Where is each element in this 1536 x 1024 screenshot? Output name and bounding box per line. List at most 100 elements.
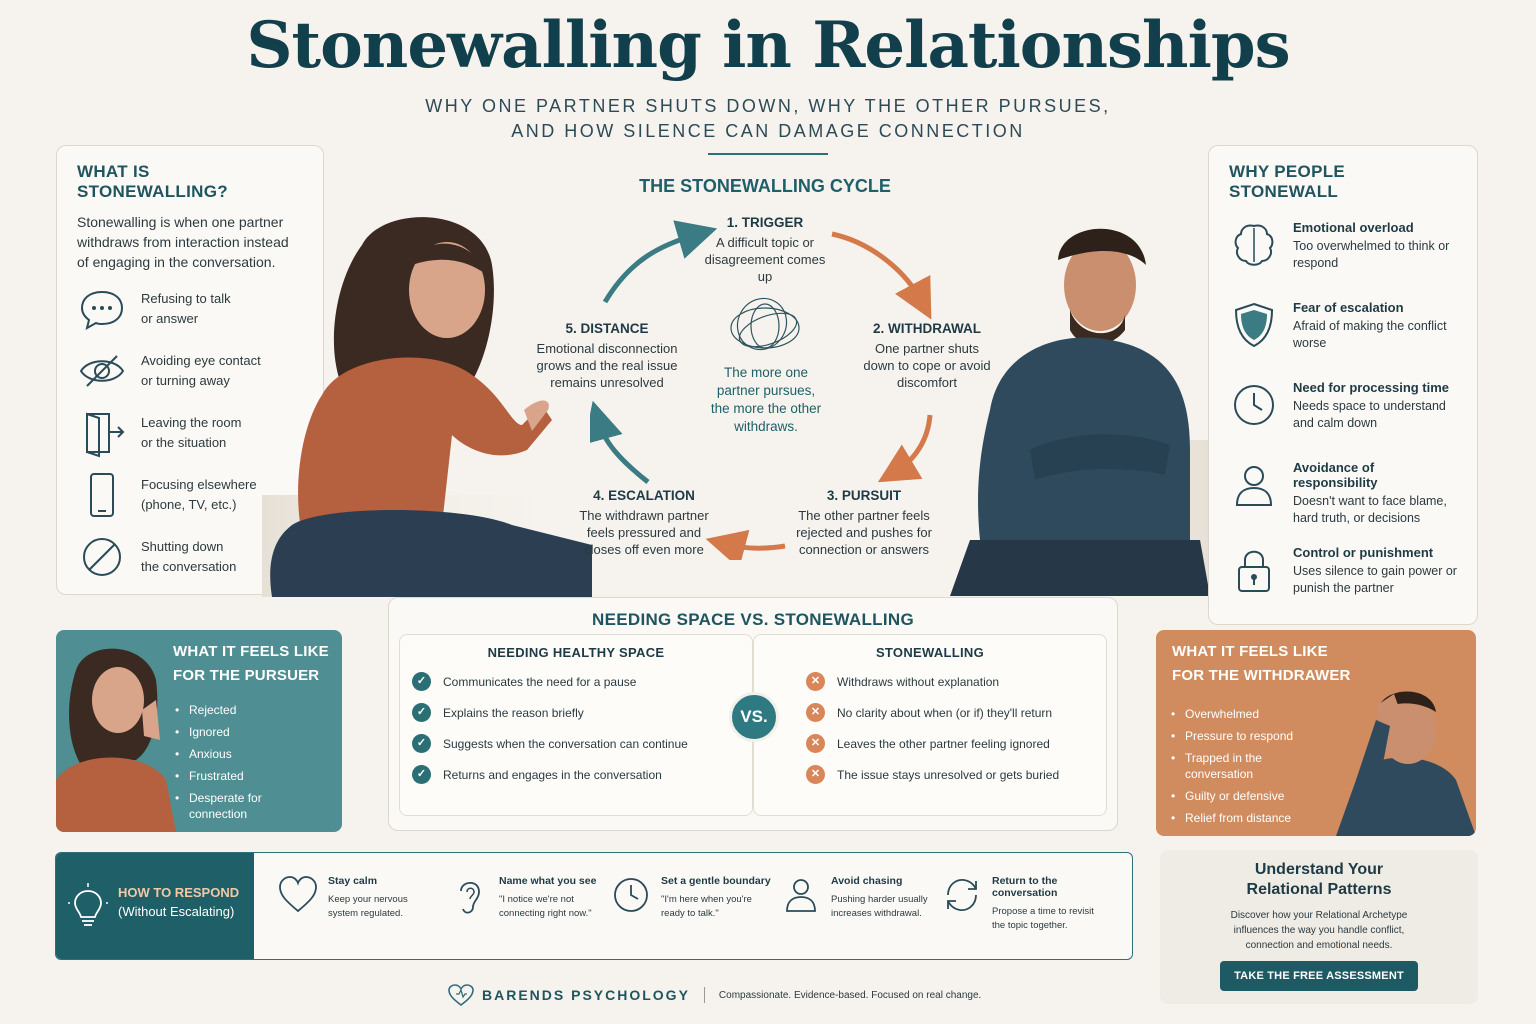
withdrawer-feelings-list: Overwhelmed Pressure to respond Trapped … (1171, 706, 1293, 832)
feeling-item: Ignored (175, 724, 262, 740)
feeling-item: Overwhelmed (1171, 706, 1293, 722)
reason-heading: Avoidance of responsibility (1293, 460, 1378, 490)
reason-text: Afraid of making the conflict worse (1293, 319, 1447, 350)
pursuer-card-title: WHAT IT FEELS LIKE FOR THE PURSUER (173, 640, 329, 688)
x-icon: ✕ (806, 672, 825, 691)
x-icon: ✕ (806, 703, 825, 722)
reason-text: Too overwhelmed to think or respond (1293, 239, 1450, 270)
stonewalling-column: STONEWALLING ✕Withdraws without explanat… (753, 634, 1107, 816)
footer: BARENDS PSYCHOLOGY Compassionate. Eviden… (448, 984, 981, 1006)
step-text: A difficult topic or disagreement comes … (704, 235, 826, 284)
withdrawer-illustration (950, 228, 1210, 596)
reason-text: Doesn't want to face blame, hard truth, … (1293, 494, 1447, 525)
stonewalling-item: ✕ No clarity about when (or if) they'll r… (766, 703, 1094, 722)
arrow-trigger-to-withdrawal (831, 231, 932, 320)
withdrawer-card-title: WHAT IT FEELS LIKE FOR THE WITHDRAWER (1172, 640, 1351, 688)
cta-title: Understand Your Relational Patterns (1246, 861, 1392, 898)
healthy-item-text: Explains the reason briefly (443, 705, 584, 720)
reason-heading: Need for processing time (1293, 380, 1450, 395)
subtitle-line-1: WHY ONE PARTNER SHUTS DOWN, WHY THE OTHE… (425, 96, 1111, 116)
check-icon: ✓ (412, 734, 431, 753)
take-assessment-button[interactable]: TAKE THE FREE ASSESSMENT (1220, 961, 1418, 991)
shield-icon (1234, 302, 1274, 348)
lock-icon (1238, 550, 1270, 592)
arrow-withdrawal-to-pursuit (877, 414, 933, 483)
behavior-text: Shutting down the conversation (141, 539, 237, 574)
why-card-title: WHY PEOPLE STONEWALL (1229, 162, 1346, 201)
subtitle-line-2: AND HOW SILENCE CAN DAMAGE CONNECTION (511, 121, 1025, 141)
step-text: Emotional disconnection grows and the re… (536, 341, 678, 390)
what-is-stonewalling-card: WHAT IS STONEWALLING? Stonewalling is wh… (56, 145, 324, 595)
refresh-icon (947, 879, 977, 911)
healthy-item: ✓ Explains the reason briefly (412, 703, 740, 722)
feeling-item: Desperate for connection (175, 790, 262, 822)
check-icon: ✓ (412, 765, 431, 784)
cycle-title: THE STONEWALLING CYCLE (639, 176, 891, 196)
step-heading: 4. ESCALATION (593, 488, 695, 503)
tip-text: "I'm here when you're ready to talk." (661, 894, 752, 919)
speech-bubble-icon (80, 290, 124, 330)
brand-name: BARENDS PSYCHOLOGY (482, 987, 690, 1003)
cycle-step-distance: 5. DISTANCE Emotional disconnection grow… (534, 320, 680, 391)
healthy-item: ✓ Returns and engages in the conversation (412, 765, 740, 784)
subtitle-divider (708, 153, 828, 155)
assessment-cta-card: Understand Your Relational Patterns Disc… (1160, 850, 1478, 1004)
footer-tagline: Compassionate. Evidence-based. Focused o… (718, 989, 982, 1001)
cycle-step-trigger: 1. TRIGGER A difficult topic or disagree… (700, 214, 830, 285)
feeling-item: Trapped in the conversation (1171, 750, 1293, 782)
person-icon (786, 879, 816, 912)
respond-title: HOW TO RESPOND (118, 885, 240, 900)
feeling-item: Frustrated (175, 768, 262, 784)
behavior-item: Shutting down the conversation (77, 532, 303, 582)
healthy-item-text: Returns and engages in the conversation (443, 767, 662, 782)
ear-icon (460, 881, 480, 914)
tip-heading: Set a gentle boundary (661, 875, 771, 887)
compare-title: NEEDING SPACE VS. STONEWALLING (592, 610, 914, 629)
withdrawer-title-line-2: FOR THE WITHDRAWER (1172, 667, 1351, 684)
cycle-step-withdrawal: 2. WITHDRAWAL One partner shuts down to … (862, 320, 992, 391)
brain-icon (1234, 224, 1274, 266)
healthy-space-column: NEEDING HEALTHY SPACE ✓Communicates the … (399, 634, 753, 816)
stonewalling-item-text: No clarity about when (or if) they'll re… (837, 705, 1053, 720)
person-icon (1235, 466, 1273, 506)
behavior-text: Avoiding eye contact or turning away (141, 353, 261, 388)
feeling-item: Guilty or defensive (1171, 788, 1293, 804)
healthy-item-text: Suggests when the conversation can conti… (443, 736, 688, 751)
pursuer-illustration (262, 217, 592, 597)
page-subtitle: WHY ONE PARTNER SHUTS DOWN, WHY THE OTHE… (0, 94, 1536, 144)
check-icon: ✓ (412, 703, 431, 722)
x-icon: ✕ (806, 734, 825, 753)
cycle-arrows (590, 220, 933, 560)
tip-heading: Name what you see (499, 875, 597, 887)
door-exit-icon (86, 412, 125, 458)
cta-text: Discover how your Relational Archetype i… (1230, 910, 1408, 951)
tip-text: Pushing harder usually increases withdra… (831, 894, 928, 919)
step-text: The withdrawn partner feels pressured an… (579, 508, 709, 557)
tip-text: "I notice we're not connecting right now… (499, 894, 592, 919)
feeling-item: Rejected (175, 702, 262, 718)
behavior-text: Refusing to talk or answer (141, 291, 231, 326)
stonewalling-item: ✕The issue stays unresolved or gets buri… (766, 765, 1094, 784)
respond-tip: Set a gentle boundary "I'm here when you'… (611, 875, 771, 921)
stonewalling-item-text: Leaves the other partner feeling ignored (837, 736, 1050, 751)
stonewalling-item: ✕Withdraws without explanation (766, 672, 1094, 691)
reason-text: Uses silence to gain power or punish the… (1293, 564, 1457, 595)
behavior-text: Leaving the room or the situation (141, 415, 242, 450)
step-text: One partner shuts down to cope or avoid … (863, 341, 991, 390)
behavior-text: Focusing elsewhere (phone, TV, etc.) (141, 477, 257, 512)
check-icon: ✓ (412, 672, 431, 691)
vs-badge: VS. (729, 692, 779, 742)
pursuer-feelings-list: Rejected Ignored Anxious Frustrated Desp… (175, 702, 262, 828)
pursuer-title-line-1: WHAT IT FEELS LIKE (173, 643, 329, 660)
stonewalling-item: ✕ Leaves the other partner feeling ignore… (766, 734, 1094, 753)
behavior-item: Focusing elsewhere (phone, TV, etc.) (77, 470, 303, 520)
cycle-center-text: The more one partner pursues, the more t… (710, 365, 822, 434)
pursuer-title-line-2: FOR THE PURSUER (173, 667, 320, 684)
